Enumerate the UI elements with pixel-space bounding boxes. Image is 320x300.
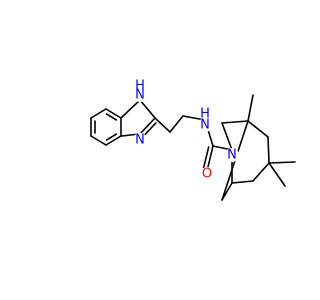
hydrogen-symbol: H	[200, 107, 210, 122]
hydrogen-symbol: H	[135, 79, 145, 94]
atom-symbol: N	[135, 88, 145, 103]
ring-bond	[252, 162, 270, 182]
atom-label-background	[198, 118, 212, 132]
imidazole-bond	[139, 117, 156, 135]
methyl-bond	[268, 162, 286, 187]
benzene-bond	[105, 135, 122, 146]
linker-bond	[154, 117, 171, 133]
methyl-bond	[247, 94, 254, 122]
methyl-bond	[268, 161, 296, 164]
atom-label-background	[199, 108, 211, 120]
linker-bond	[169, 115, 184, 133]
atom-symbol: O	[202, 167, 212, 182]
ring-bond	[221, 120, 249, 124]
atom-label-background	[225, 148, 239, 162]
ring-bond	[231, 180, 254, 184]
atom-symbol: N	[135, 133, 145, 148]
ring-bond	[221, 122, 233, 151]
benzene-double-bond	[105, 113, 118, 121]
benzene-bond	[105, 108, 122, 119]
atom-symbol: N	[227, 148, 237, 163]
atom-namide: NH	[198, 107, 212, 133]
benzene-double-bond	[105, 133, 118, 141]
benzene-bond	[90, 108, 107, 119]
atom-label-background	[133, 88, 147, 102]
imidazole-double-bond	[144, 122, 157, 136]
atom-label-background	[134, 80, 146, 92]
carbonyl-double-bond	[202, 146, 210, 169]
atom-nring: N	[225, 148, 239, 163]
atom-label-background	[200, 167, 214, 181]
imidazole-bond	[139, 99, 156, 119]
atom-o: O	[200, 167, 214, 182]
benzene-bond	[90, 135, 107, 146]
imidazole-bond	[120, 99, 141, 119]
atom-label-background	[133, 133, 147, 147]
carbonyl-bond	[206, 145, 214, 172]
ring-bond	[267, 136, 270, 164]
ring-bond	[247, 120, 269, 138]
atom-symbol: N	[200, 118, 210, 133]
atom-nh: NH	[133, 79, 147, 103]
atom-n3: N	[133, 133, 147, 148]
